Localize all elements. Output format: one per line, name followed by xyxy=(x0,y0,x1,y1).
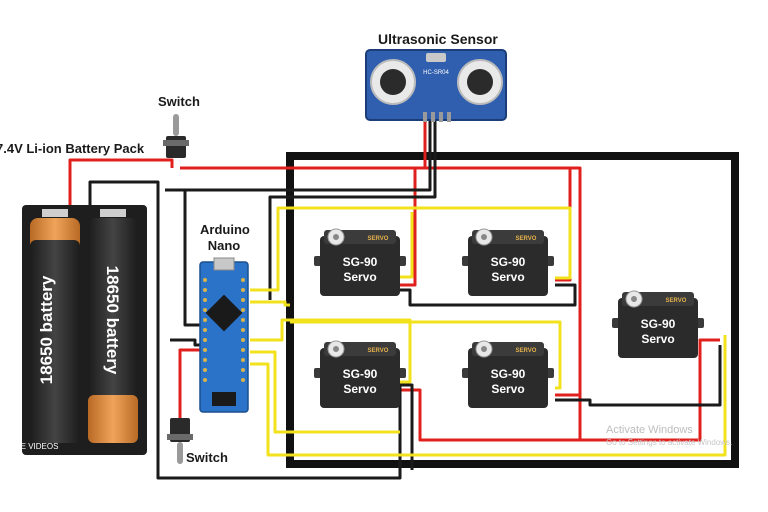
battery-pack-label: 7.4V Li-ion Battery Pack xyxy=(0,141,145,156)
switch-top-body xyxy=(166,136,186,158)
servo-body xyxy=(468,236,548,296)
sensor-crystal xyxy=(426,53,446,62)
wire-yellow-s1b xyxy=(400,212,414,279)
wire-black-s1 xyxy=(400,283,577,307)
battery-2-label: 18650 battery xyxy=(103,265,122,375)
servo-label-line1: SG-90 xyxy=(641,317,676,331)
wire-yellow-s3 xyxy=(250,318,412,384)
wire-black-bus xyxy=(165,118,432,192)
arduino-nano-icon xyxy=(199,257,249,413)
sensor-pin-4 xyxy=(447,112,451,122)
arduino-pins-right xyxy=(241,278,245,382)
sensor-eye-left-inner xyxy=(380,69,406,95)
servo-motor-icon: SERVO SG-90 Servo xyxy=(314,340,406,408)
battery-terminal-1 xyxy=(42,209,68,217)
servo-motor-icon: SERVO SG-90 Servo xyxy=(462,340,554,408)
wire-black-s4 xyxy=(555,345,722,407)
switch-top-label: Switch xyxy=(158,94,200,109)
servo-motor-icon: SERVO SG-90 Servo xyxy=(314,228,406,296)
switch-bottom-label: Switch xyxy=(186,450,228,465)
sensor-pin-3 xyxy=(439,112,443,122)
switch-bottom-lever xyxy=(177,442,183,464)
servo-body xyxy=(320,236,400,296)
servo-horn-center xyxy=(631,296,637,302)
servo-label-line1: SG-90 xyxy=(491,255,526,269)
wire-red-s2 xyxy=(555,168,572,282)
servo-horn-center xyxy=(333,346,339,352)
servo-horn-center xyxy=(333,234,339,240)
battery-cell-2-wrap xyxy=(88,395,138,443)
servo-label-line2: Servo xyxy=(641,332,674,346)
servo-motor-icon: SERVO SG-90 Servo xyxy=(612,290,704,358)
frame-outline xyxy=(286,152,739,468)
servo-horn-center xyxy=(481,234,487,240)
servo-tag: SERVO xyxy=(666,298,687,304)
battery-cell-2 xyxy=(88,218,138,443)
switch-bottom-nut xyxy=(167,434,193,440)
switch-top-icon xyxy=(163,114,189,158)
ultrasonic-sensor-icon: HC-SR04 xyxy=(365,49,507,122)
wire-yellow-s4b xyxy=(290,320,562,390)
arduino-usb xyxy=(213,257,235,271)
arduino-label-line1: Arduino xyxy=(200,222,250,237)
servo-tag: SERVO xyxy=(368,348,389,354)
servo-body xyxy=(320,348,400,408)
switch-bottom-icon xyxy=(167,418,193,464)
servo-label-line1: SG-90 xyxy=(343,255,378,269)
servo-tag: SERVO xyxy=(368,236,389,242)
sensor-pin-2 xyxy=(431,112,435,122)
battery-cell-1-wrap xyxy=(30,240,80,443)
wire-red-s3 xyxy=(400,338,720,442)
servo-body xyxy=(618,298,698,358)
watermark-title: Activate Windows xyxy=(606,424,693,436)
watermark-subtitle: Go to Settings to activate Windows. xyxy=(606,438,733,447)
ultrasonic-sensor-label: Ultrasonic Sensor xyxy=(378,31,498,47)
corner-text: MORE VIDEOS xyxy=(2,442,59,451)
wire-black-bat xyxy=(88,180,402,480)
servo-label-line1: SG-90 xyxy=(491,367,526,381)
servo-horn-center xyxy=(481,346,487,352)
servo-label-line2: Servo xyxy=(491,270,524,284)
arduino-label-line2: Nano xyxy=(207,238,241,253)
servo-tag: SERVO xyxy=(516,348,537,354)
servo-label-line2: Servo xyxy=(343,270,376,284)
wire-black-bus2 xyxy=(268,118,437,300)
servo-tag: SERVO xyxy=(516,236,537,242)
servo-label-line2: Servo xyxy=(343,382,376,396)
arduino-chip xyxy=(205,294,243,332)
wire-yellow-s4 xyxy=(250,350,400,434)
servo-body xyxy=(468,348,548,408)
battery-pack xyxy=(22,205,147,455)
switch-top-lever xyxy=(173,114,179,136)
sensor-pin-1 xyxy=(423,112,427,122)
arduino-board xyxy=(199,261,249,413)
arduino-header xyxy=(212,392,236,406)
sensor-model-text: HC-SR04 xyxy=(423,70,449,76)
arduino-pins-left xyxy=(203,278,207,382)
battery-1-label: 18650 battery xyxy=(37,275,56,385)
wire-red-bus xyxy=(180,166,582,440)
servo-motor-icon: SERVO SG-90 Servo xyxy=(462,228,554,296)
wire-yellow-s1 xyxy=(250,206,572,292)
servo-label-line2: Servo xyxy=(491,382,524,396)
switch-top-nut xyxy=(163,140,189,146)
wire-black-s3 xyxy=(400,383,414,470)
wire-yellow-s2 xyxy=(250,300,290,307)
sensor-eye-right-inner xyxy=(467,69,493,95)
wire-red-top xyxy=(68,158,174,210)
servo-group: SERVO SG-90 Servo SERVO SG-90 Servo SERV… xyxy=(314,228,704,408)
servo-label-line1: SG-90 xyxy=(343,367,378,381)
battery-terminal-2 xyxy=(100,209,126,217)
wire-yellow-s5 xyxy=(250,335,727,457)
